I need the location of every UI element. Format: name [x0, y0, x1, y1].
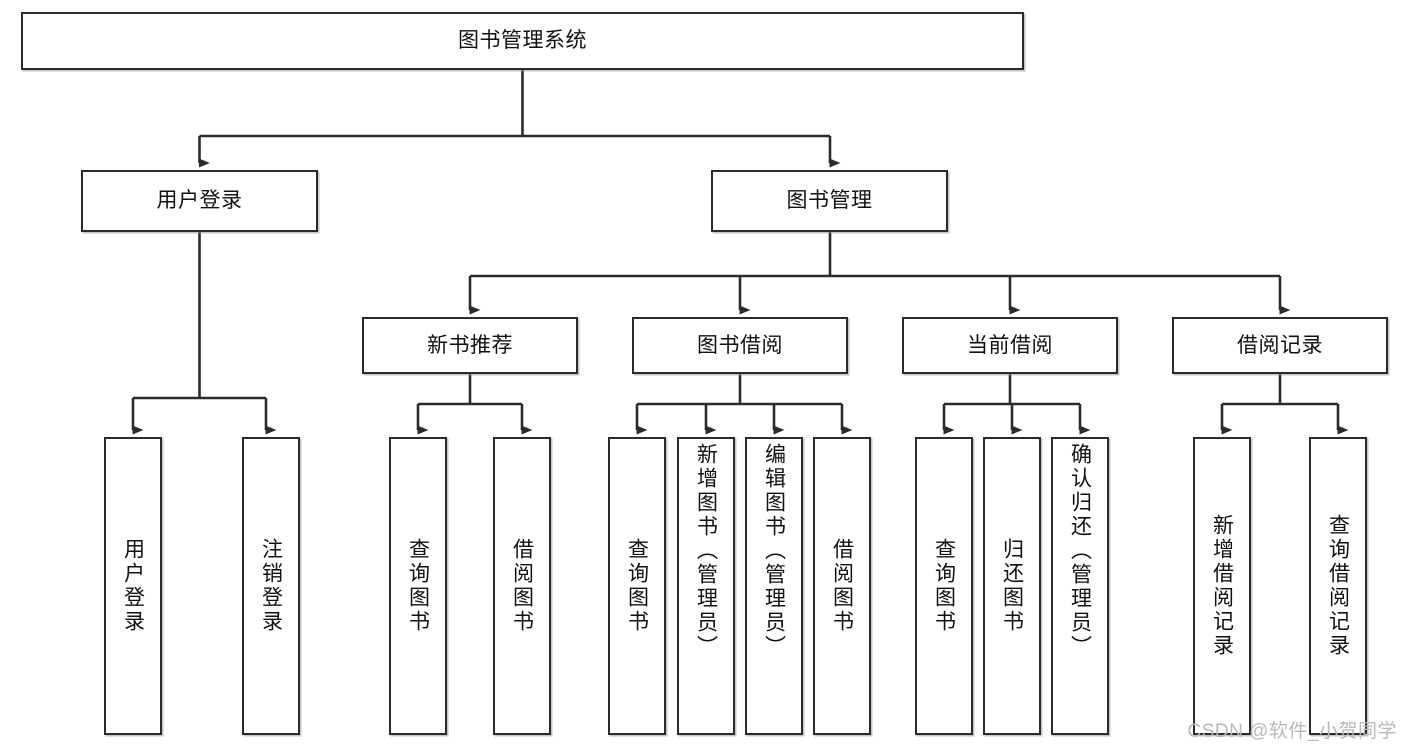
node-leaf-return-book-label: 归还图书: [1000, 538, 1024, 634]
node-leaf-query-book-recommend-label: 查询图书: [406, 538, 430, 634]
node-leaf-query-borrow-record[interactable]: 查询借阅记录: [1309, 437, 1367, 735]
node-user-login-label: 用户登录: [156, 189, 243, 213]
node-book-borrow-label: 图书借阅: [697, 333, 783, 357]
watermark-text: CSDN @软件_小贺同学: [1187, 721, 1397, 742]
node-book-management-label: 图书管理: [786, 189, 873, 213]
node-leaf-borrow-book-recommend[interactable]: 借阅图书: [493, 437, 551, 735]
node-book-borrow[interactable]: 图书借阅: [632, 317, 848, 374]
node-leaf-logout-label: 注销登录: [259, 538, 283, 634]
node-new-book-recommend-label: 新书推荐: [427, 333, 513, 357]
node-leaf-edit-book-admin-label: 编辑图书（管理员）: [762, 443, 786, 659]
node-root-label: 图书管理系统: [458, 29, 587, 53]
node-leaf-query-book-recommend[interactable]: 查询图书: [389, 437, 447, 735]
node-leaf-user-login-label: 用户登录: [121, 538, 145, 634]
node-leaf-add-book-admin-label: 新增图书（管理员）: [694, 443, 718, 659]
node-current-borrow[interactable]: 当前借阅: [902, 317, 1118, 374]
node-leaf-query-book-current-label: 查询图书: [932, 538, 956, 634]
node-leaf-user-login[interactable]: 用户登录: [104, 437, 162, 735]
node-book-management[interactable]: 图书管理: [711, 170, 948, 232]
node-leaf-edit-book-admin[interactable]: 编辑图书（管理员）: [745, 437, 803, 735]
node-leaf-confirm-return-admin-label: 确认归还（管理员）: [1068, 443, 1092, 659]
node-new-book-recommend[interactable]: 新书推荐: [362, 317, 578, 374]
node-borrow-record[interactable]: 借阅记录: [1172, 317, 1388, 374]
node-leaf-add-borrow-record-label: 新增借阅记录: [1210, 514, 1234, 658]
node-leaf-query-book-borrow[interactable]: 查询图书: [608, 437, 666, 735]
node-root[interactable]: 图书管理系统: [21, 12, 1024, 70]
node-current-borrow-label: 当前借阅: [967, 333, 1053, 357]
node-leaf-query-borrow-record-label: 查询借阅记录: [1326, 514, 1350, 658]
node-user-login[interactable]: 用户登录: [81, 170, 318, 232]
node-leaf-borrow-book-label: 借阅图书: [830, 538, 854, 634]
node-borrow-record-label: 借阅记录: [1237, 333, 1323, 357]
node-leaf-confirm-return-admin[interactable]: 确认归还（管理员）: [1051, 437, 1109, 735]
node-leaf-borrow-book-recommend-label: 借阅图书: [510, 538, 534, 634]
node-leaf-query-book-borrow-label: 查询图书: [625, 538, 649, 634]
node-leaf-borrow-book[interactable]: 借阅图书: [813, 437, 871, 735]
node-leaf-add-borrow-record[interactable]: 新增借阅记录: [1193, 437, 1251, 735]
node-leaf-query-book-current[interactable]: 查询图书: [915, 437, 973, 735]
node-leaf-add-book-admin[interactable]: 新增图书（管理员）: [677, 437, 735, 735]
node-leaf-logout[interactable]: 注销登录: [242, 437, 300, 735]
node-leaf-return-book[interactable]: 归还图书: [983, 437, 1041, 735]
